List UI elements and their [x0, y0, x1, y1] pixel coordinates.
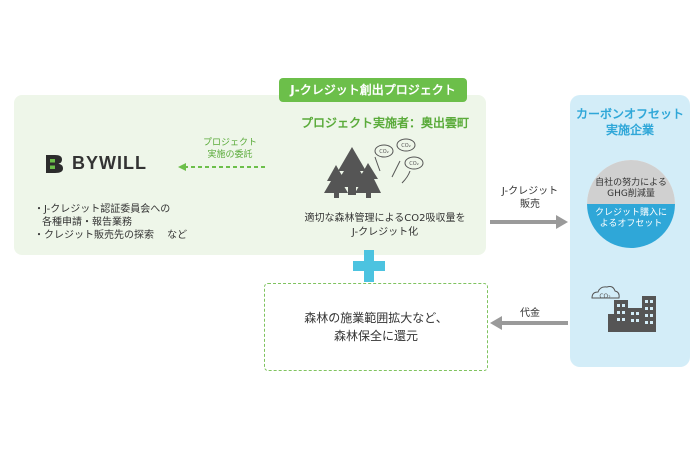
commission-label: プロジェクト 実施の委託 [200, 137, 260, 161]
project-box [14, 95, 486, 255]
carbon-offset-title: カーボンオフセット 実施企業 [570, 106, 690, 138]
bywill-duties: ・J-クレジット認証委員会への 各種申請・報告業務 ・クレジット販売先の探索 な… [34, 203, 187, 242]
commission-arrow-icon [178, 163, 265, 171]
forest-co2-icon: CO₂ CO₂ CO₂ [324, 138, 424, 198]
duty-item-cont: 各種申請・報告業務 [42, 217, 132, 228]
commission-line: 実施の委託 [207, 150, 253, 160]
co2-bubble-label: CO₂ [401, 143, 410, 149]
carbon-title-line: カーボンオフセット [575, 107, 684, 121]
sale-line: J-クレジット [501, 186, 559, 197]
return-box: 森林の施業範囲拡大など、 森林保全に還元 [264, 283, 488, 371]
own-effort-line: GHG削減量 [607, 189, 655, 199]
own-effort-line: 自社の努力による [595, 178, 667, 188]
forest-caption-line: 適切な森林管理によるCO2吸収量を [304, 213, 466, 224]
price-label: 代金 [520, 308, 540, 319]
co2-bubble-label: CO₂ [409, 161, 418, 167]
duty-item: ・クレジット販売先の探索 など [34, 230, 188, 241]
project-tab: J-クレジット創出プロジェクト [279, 78, 467, 102]
sale-arrow-icon [490, 215, 568, 229]
offset-line: よるオフセット [599, 219, 663, 229]
project-implementer: プロジェクト実施者：奥出雲町 [300, 116, 469, 130]
plus-icon [353, 250, 385, 282]
co2-bubble-label: CO₂ [379, 149, 388, 155]
bywill-logo-text: BYWILL [72, 153, 147, 173]
bywill-logo-mark-icon [46, 154, 63, 173]
bywill-logo: BYWILL [44, 153, 147, 174]
carbon-title-line: 実施企業 [605, 123, 654, 137]
forest-caption-line: J-クレジット化 [351, 227, 419, 238]
sale-line: 販売 [520, 199, 540, 210]
duty-item: ・J-クレジット認証委員会への [34, 204, 171, 215]
return-line: 森林保全に還元 [333, 329, 418, 343]
sale-label: J-クレジット 販売 [490, 185, 570, 211]
offset-line: クレジット購入に [594, 208, 667, 218]
buildings-icon: CO₂ [591, 286, 656, 332]
offset-circle: 自社の努力による GHG削減量 クレジット購入に よるオフセット [587, 160, 675, 248]
cloud-co2-label: CO₂ [599, 293, 611, 300]
commission-line: プロジェクト [202, 138, 257, 148]
return-line: 森林の施業範囲拡大など、 [304, 311, 448, 325]
forest-caption: 適切な森林管理によるCO2吸収量を J-クレジット化 [285, 212, 485, 240]
price-arrow-icon [490, 316, 568, 330]
